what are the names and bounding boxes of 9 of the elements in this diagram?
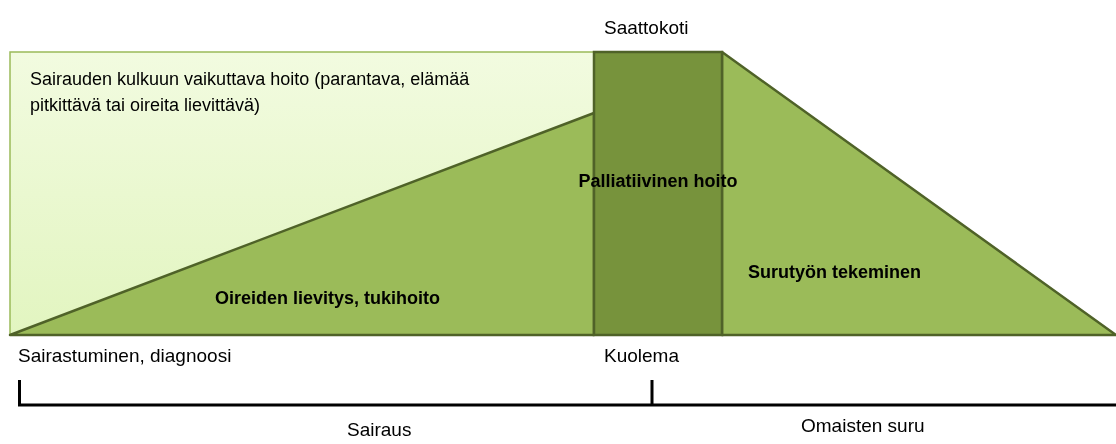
timeline-label: Sairastuminen, diagnoosi [18,345,232,367]
area-label: Sairauden kulkuun vaikuttava hoito (parantava, elämää pitkittävä tai oireita lievittävä) [30,68,471,118]
area-label: Oireiden lievitys, tukihoito [215,287,441,310]
area-label: Surutyön tekeminen [748,261,922,284]
timeline-label: Kuolema [604,345,679,367]
area-label: Palliatiivinen hoito [577,170,739,193]
heading-label: Saattokoti [604,16,689,40]
period-label: Sairaus [347,419,412,441]
period-label: Omaisten suru [801,415,925,437]
